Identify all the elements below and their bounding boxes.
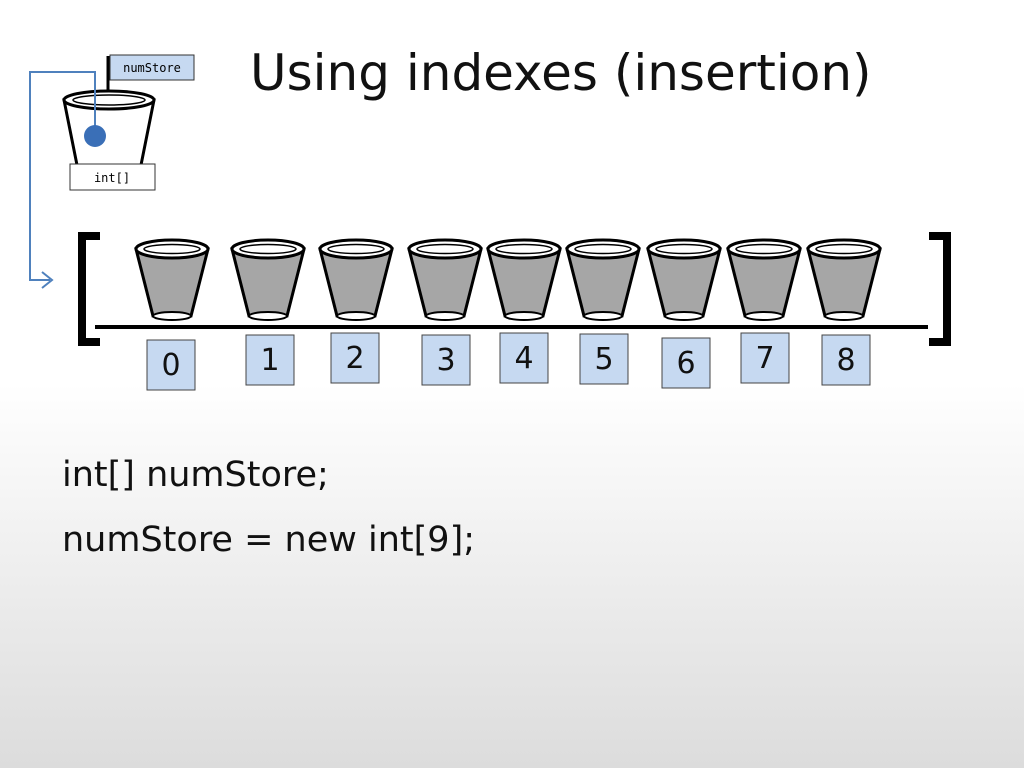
index-box: [245, 334, 295, 386]
pointer-dot: [84, 125, 106, 147]
array-bucket: [646, 238, 722, 321]
index-box: [740, 332, 790, 384]
index-box: [579, 333, 629, 385]
variable-type-text: int[]: [94, 171, 130, 185]
index-label: 6: [676, 346, 695, 381]
array-bucket: [486, 238, 562, 321]
index-box: [146, 339, 196, 391]
index-label: 8: [836, 343, 855, 378]
array-bucket: [134, 238, 210, 321]
index-label: 0: [161, 348, 180, 383]
variable-name-label: [109, 54, 195, 81]
variable-cup-rim: [62, 89, 156, 111]
array-bucket: [565, 238, 641, 321]
slide-title: Using indexes (insertion): [250, 44, 872, 102]
index-box: [821, 334, 871, 386]
code-line-declaration: int[] numStore;: [62, 455, 329, 495]
index-box: [330, 332, 380, 384]
index-box: [661, 337, 711, 389]
array-bucket: [806, 238, 882, 321]
index-box: [499, 332, 549, 384]
variable-type-label: [69, 163, 156, 191]
index-label: 4: [514, 341, 533, 376]
index-label: 7: [755, 341, 774, 376]
index-label: 1: [260, 343, 279, 378]
index-label: 2: [345, 341, 364, 376]
array-bucket: [318, 238, 394, 321]
index-box: [421, 334, 471, 386]
index-label: 5: [594, 342, 613, 377]
variable-bucket: numStore int[]: [62, 54, 195, 191]
array-bucket: [230, 238, 306, 321]
array-bucket: [726, 238, 802, 321]
array-bucket: [407, 238, 483, 321]
right-bracket: [929, 232, 951, 346]
array-slots: 0 1 2 3 4 5 6 7 8: [134, 238, 882, 391]
reference-arrow: [29, 71, 106, 289]
index-label: 3: [436, 343, 455, 378]
code-line-allocation: numStore = new int[9];: [62, 520, 476, 560]
left-bracket: [78, 232, 100, 346]
variable-name-text: numStore: [123, 61, 181, 75]
